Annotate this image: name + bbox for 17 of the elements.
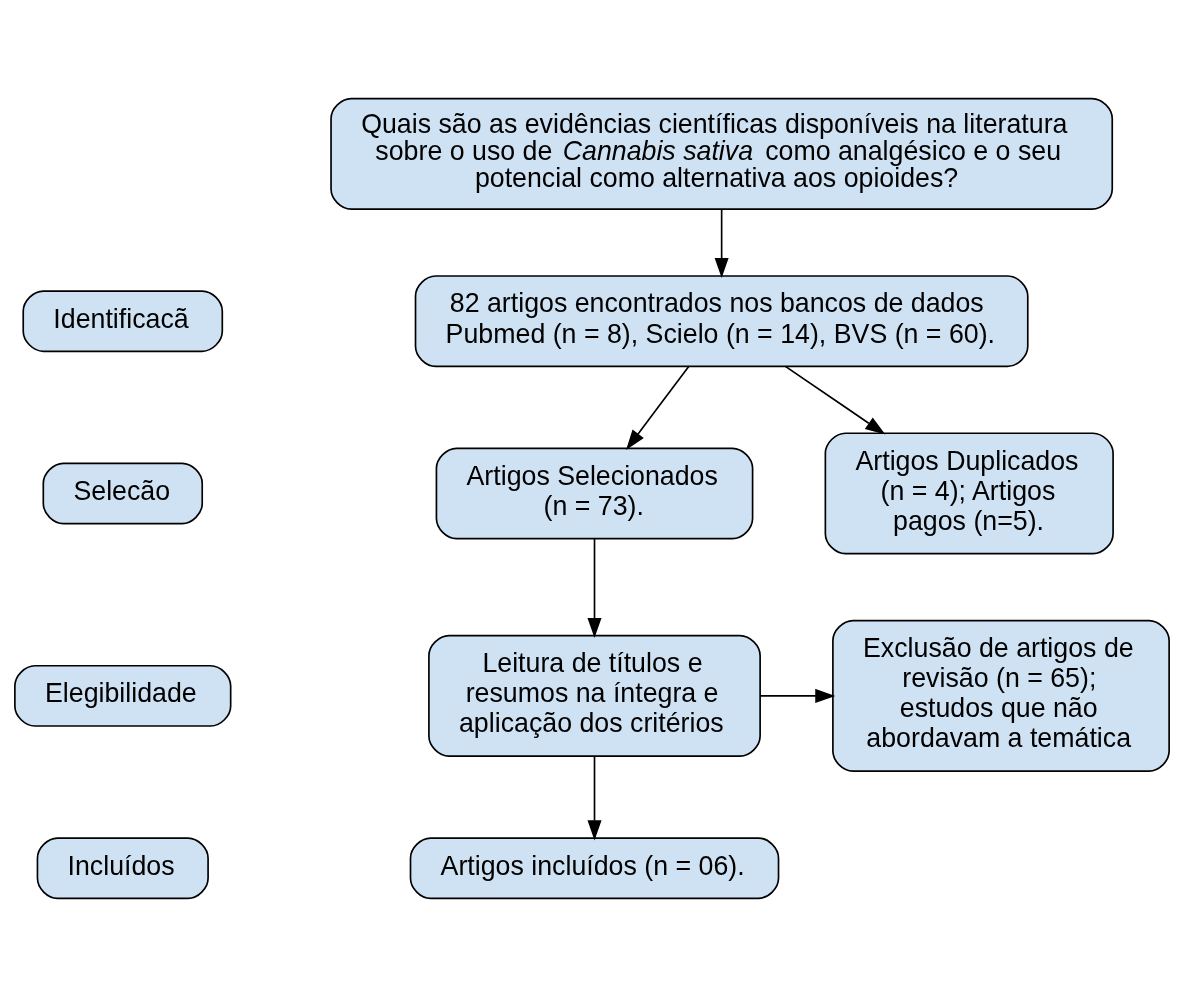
arrow (759, 688, 836, 703)
node-box: Quais são as evidências científicas disponíveis na literatura sobre o uso de Cannabis sativa como analgésico e o seu potencial como alternativa aos opioides? (330, 97, 1114, 210)
node-box: Exclusão de artigos de revisão (n = 65); estudos que não abordavam a temática (832, 619, 1170, 772)
node-box: Incluídos (36, 836, 209, 899)
node-box: Selecão (42, 462, 204, 524)
node-box: Artigos incluídos (n = 06). (409, 836, 780, 899)
arrow (626, 365, 690, 450)
node-box: Identificacã (22, 289, 224, 352)
arrow (714, 207, 729, 278)
arrow (587, 537, 602, 638)
node-box: Leitura de títulos e resumos na íntegra e aplicação dos critérios (428, 634, 761, 757)
node-box: Artigos Duplicados (n = 4); Artigos pagos (n=5). (824, 431, 1114, 555)
node-box: 82 artigos encontrados nos bancos de dados Pubmed (n = 8), Scielo (n = 14), BVS (n = 60). (414, 274, 1029, 367)
node-box: Artigos Selecionados (n = 73). (435, 446, 754, 539)
node-box: Elegibilidade (14, 664, 232, 727)
arrow (784, 365, 886, 435)
arrow (587, 754, 602, 840)
